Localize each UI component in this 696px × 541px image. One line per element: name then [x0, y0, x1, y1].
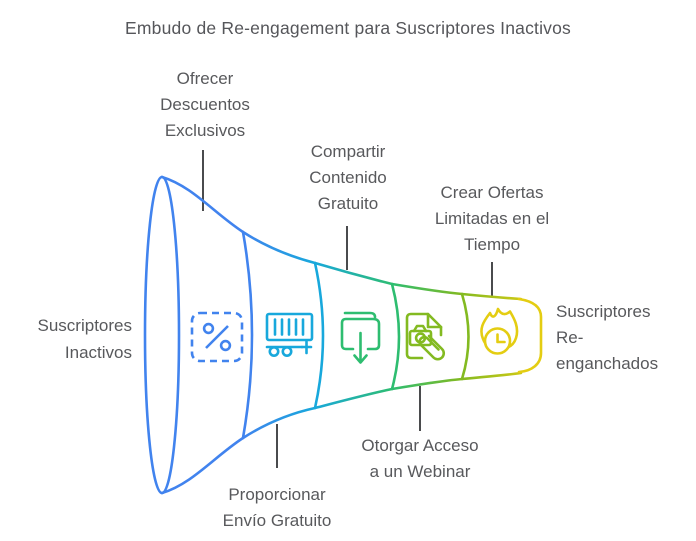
webinar-document-icon — [405, 312, 445, 361]
discount-percent-icon — [190, 311, 244, 363]
stage-label-line: Exclusivos — [164, 121, 246, 140]
stage-label-line: Envío Gratuito — [222, 511, 332, 530]
stage-label-line: Otorgar Acceso — [361, 436, 479, 455]
free-shipping-truck-icon — [265, 312, 314, 357]
stage-label-line: Descuentos — [160, 95, 250, 114]
stage-label-line: Contenido — [309, 168, 387, 187]
stage-separator-2 — [313, 261, 325, 410]
page-title: Embudo de Re-engagement para Suscriptore… — [125, 18, 571, 38]
exit-label-line: Re- — [556, 328, 584, 347]
stage-label-line: Tiempo — [463, 235, 521, 254]
stage-label-line: Crear Ofertas — [440, 183, 544, 202]
stage-label-line: Ofrecer — [176, 69, 234, 88]
exit-label-line: Suscriptores — [556, 302, 651, 321]
funnel-exit-label: Suscriptores Re- enganchados — [556, 299, 692, 377]
stage-label-line: Limitadas en el — [434, 209, 550, 228]
stage-label-descuentos: Ofrecer Descuentos Exclusivos — [133, 66, 277, 144]
stage-label-line: Proporcionar — [228, 485, 326, 504]
funnel-entry-label: Suscriptores Inactivos — [8, 312, 132, 366]
stage-separator-3 — [390, 282, 401, 391]
stage-label-contenido: Compartir Contenido Gratuito — [276, 139, 420, 217]
funnel-end-cap — [517, 297, 543, 374]
limited-time-offer-icon — [480, 307, 519, 355]
exit-label-line: enganchados — [556, 354, 659, 373]
stage-label-ofertas: Crear Ofertas Limitadas en el Tiempo — [407, 180, 577, 258]
download-content-icon — [340, 311, 381, 364]
stage-label-webinar: Otorgar Acceso a un Webinar — [330, 433, 510, 485]
stage-label-line: a un Webinar — [369, 462, 471, 481]
entry-label-line: Inactivos — [64, 343, 132, 362]
stage-label-line: Gratuito — [317, 194, 379, 213]
stage-separator-4 — [460, 292, 470, 381]
stage-label-line: Compartir — [310, 142, 386, 161]
entry-label-line: Suscriptores — [37, 316, 132, 335]
stage-label-envio: Proporcionar Envío Gratuito — [192, 482, 362, 534]
funnel-mouth-ellipse — [143, 175, 181, 495]
stage-separator-1 — [241, 230, 254, 440]
